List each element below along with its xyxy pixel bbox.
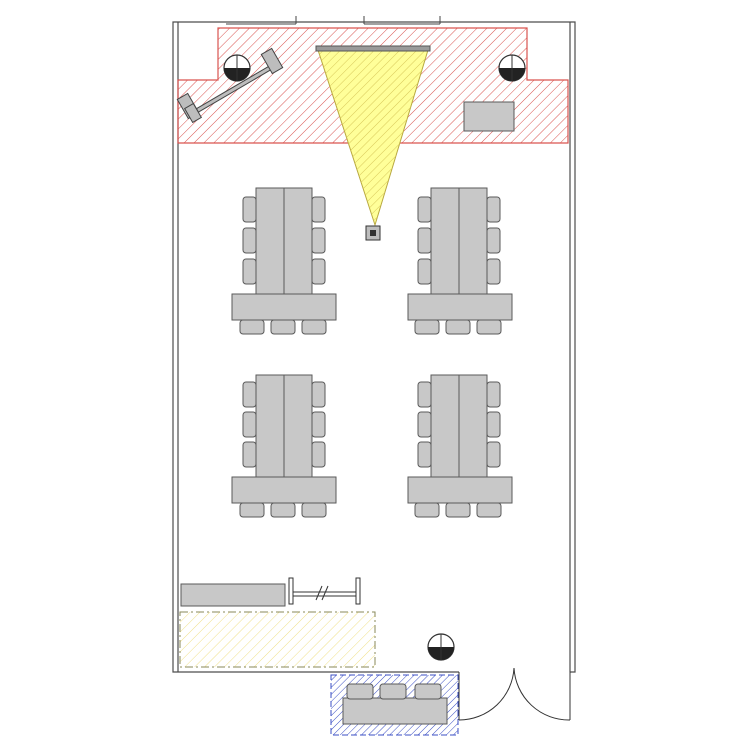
projection-beam: [315, 45, 431, 241]
coat-rack: [288, 577, 361, 605]
entrance-door: [458, 667, 571, 721]
table-group: [231, 374, 337, 518]
speaker-icon-right: [498, 54, 526, 82]
table-group: [407, 187, 513, 335]
banner-stand: [176, 47, 284, 124]
speaker-icon-left: [223, 54, 251, 82]
speaker-icon-bottom: [427, 633, 455, 661]
table-group: [231, 187, 337, 335]
podium: [463, 101, 515, 132]
buffet-zone: [179, 611, 376, 668]
entry-zone: [330, 674, 459, 736]
table-group: [407, 374, 513, 518]
projector-screen: [315, 45, 431, 52]
side-table: [180, 583, 286, 607]
